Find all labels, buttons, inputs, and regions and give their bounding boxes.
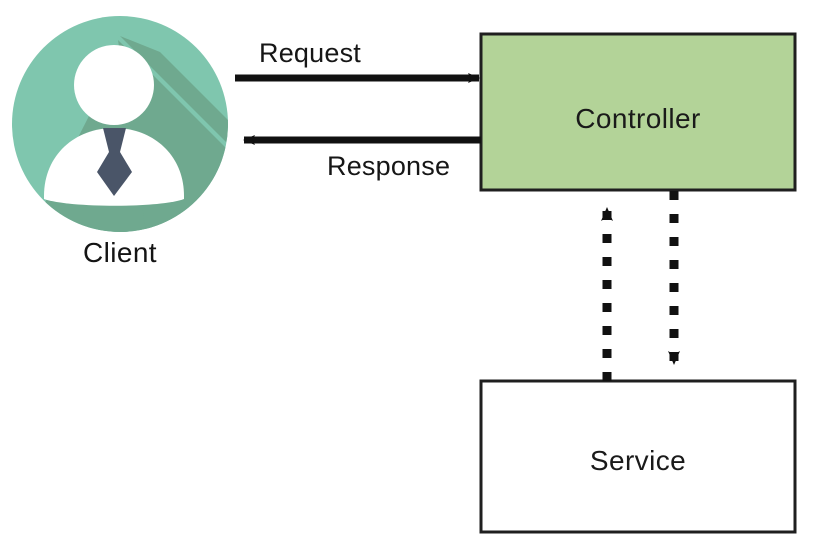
client-label: Client: [83, 237, 157, 268]
service-node[interactable]: [479, 379, 797, 534]
service-label: Service: [590, 445, 686, 476]
avatar-head: [74, 45, 154, 125]
response-label: Response: [327, 151, 450, 181]
controller-node[interactable]: [479, 32, 797, 192]
controller-label: Controller: [575, 103, 700, 134]
avatar-tie: [97, 128, 132, 196]
request-label: Request: [259, 38, 361, 68]
